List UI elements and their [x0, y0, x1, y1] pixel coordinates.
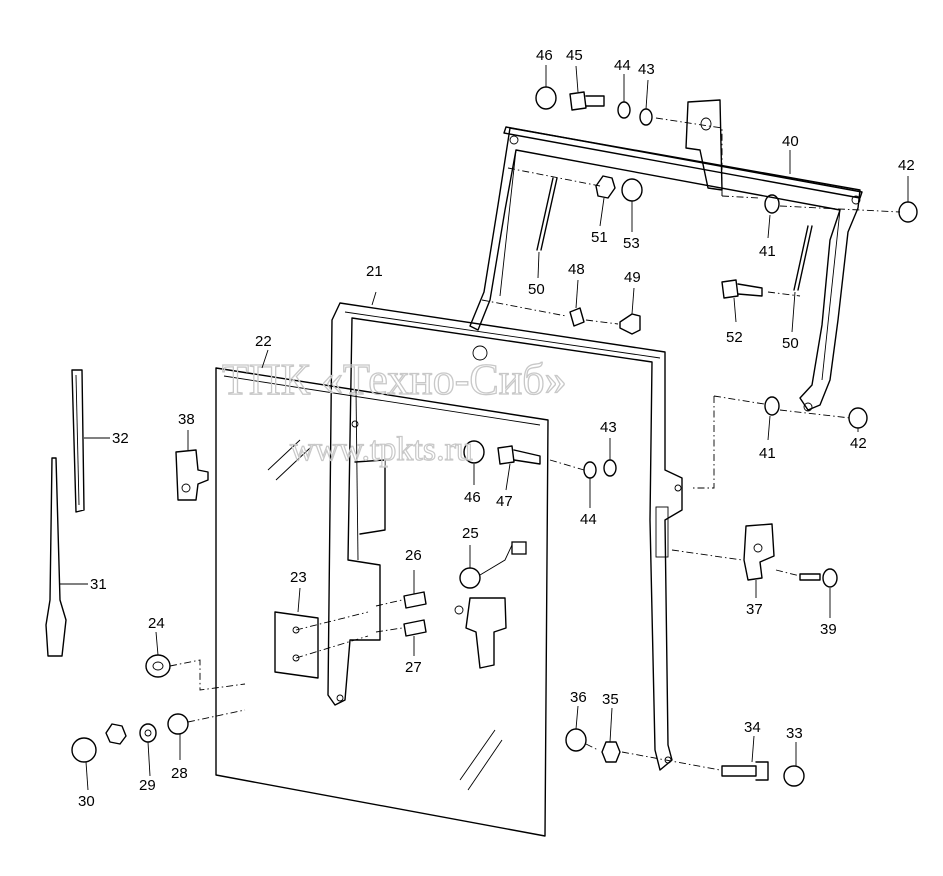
callout-43-mid: 43: [600, 419, 617, 436]
callout-45: 45: [566, 47, 583, 64]
callout-23: 23: [290, 569, 307, 586]
ball-stud-48: [569, 307, 585, 327]
washer-43-top: [639, 108, 653, 126]
nut-35: [601, 741, 621, 763]
spacer-27: [403, 619, 427, 637]
callout-52: 52: [726, 329, 743, 346]
hinge-frame-40: [469, 127, 861, 412]
leader-lines: [60, 65, 909, 791]
callout-24: 24: [148, 615, 165, 632]
callout-48: 48: [568, 261, 585, 278]
callout-31: 31: [90, 576, 107, 593]
callout-42-bottom: 42: [850, 435, 867, 452]
callout-41-bottom: 41: [759, 445, 776, 462]
callout-44-mid: 44: [580, 511, 597, 528]
spacer-41-bottom: [764, 396, 780, 416]
glass-panel-22: [215, 367, 549, 837]
callout-50-right: 50: [782, 335, 799, 352]
nut-29b: [105, 723, 127, 745]
grommet-24: [145, 654, 171, 678]
callout-36: 36: [570, 689, 587, 706]
callout-49: 49: [624, 269, 641, 286]
callout-44-top: 44: [614, 57, 631, 74]
watermark-url: www.tpkts.ru: [290, 431, 473, 468]
callout-33: 33: [786, 725, 803, 742]
callout-39: 39: [820, 621, 837, 638]
ball-pin-49: [619, 313, 641, 335]
cap-nut-46-mid: [463, 440, 485, 464]
callout-28: 28: [171, 765, 188, 782]
spacer-26: [403, 591, 427, 609]
bush-42-top: [898, 201, 918, 223]
bush-28: [167, 713, 189, 735]
callout-53: 53: [623, 235, 640, 252]
callout-34: 34: [744, 719, 761, 736]
watermark-company: ТПК «Техно-Сиб»: [222, 355, 567, 404]
bolt-52: [721, 279, 763, 299]
clamp-38: [175, 449, 209, 501]
gas-strut-50-right: [793, 225, 813, 291]
callout-21: 21: [366, 263, 383, 280]
motor-25: [454, 541, 527, 669]
screw-39: [799, 568, 838, 588]
gas-strut-50-left: [536, 177, 558, 251]
bolt-45: [569, 91, 605, 111]
bush-42-bottom: [848, 407, 868, 429]
callout-46-mid: 46: [464, 489, 481, 506]
cap-33: [783, 765, 805, 787]
callout-22: 22: [255, 333, 272, 350]
cap-nut-46-top: [535, 86, 557, 110]
door-frame-21: [327, 302, 683, 771]
plate-23: [274, 611, 319, 679]
washer-44-mid: [583, 461, 597, 479]
callout-47: 47: [496, 493, 513, 510]
callout-46-top: 46: [536, 47, 553, 64]
cap-nut-36: [565, 728, 587, 752]
nut-51: [595, 175, 616, 199]
wiper-arm-31: [45, 457, 67, 657]
callout-50-left: 50: [528, 281, 545, 298]
washer-29: [139, 723, 157, 743]
latch-37: [743, 523, 775, 581]
stud-47: [497, 445, 541, 465]
washer-44-top: [617, 101, 631, 119]
callout-51: 51: [591, 229, 608, 246]
wiper-blade-32: [71, 369, 85, 513]
callout-29: 29: [139, 777, 156, 794]
callout-32: 32: [112, 430, 129, 447]
callout-25: 25: [462, 525, 479, 542]
callout-41-top: 41: [759, 243, 776, 260]
callout-27: 27: [405, 659, 422, 676]
hinge-rod-40: [503, 126, 863, 199]
callout-37: 37: [746, 601, 763, 618]
callout-26: 26: [405, 547, 422, 564]
assembly-lines: [169, 117, 901, 771]
callout-40: 40: [782, 133, 799, 150]
cap-nut-53: [621, 178, 643, 202]
hinge-bracket: [685, 99, 723, 191]
callout-labels: 21 22 23 24 25 26 27 28 29 30 31 32 33 3…: [78, 47, 915, 810]
callout-30: 30: [78, 793, 95, 810]
spacer-41-top: [764, 194, 780, 214]
callout-38: 38: [178, 411, 195, 428]
callout-35: 35: [602, 691, 619, 708]
callout-42-top: 42: [898, 157, 915, 174]
cap-nut-30: [71, 737, 97, 763]
bolt-34: [721, 761, 769, 781]
washer-43-mid: [603, 459, 617, 477]
callout-43-top: 43: [638, 61, 655, 78]
